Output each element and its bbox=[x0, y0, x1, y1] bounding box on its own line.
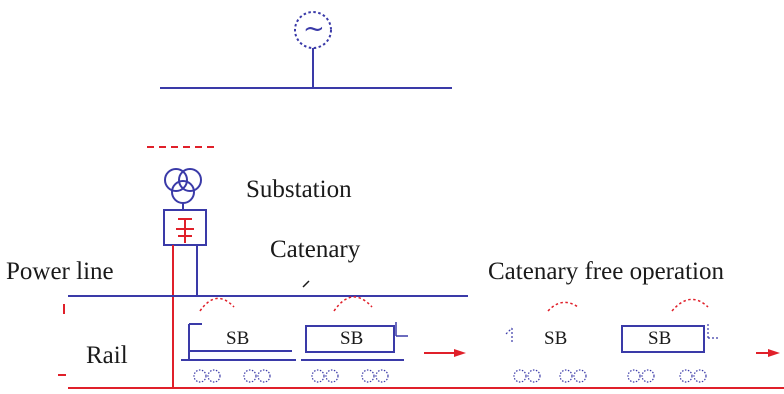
train-3-unit-label: SB bbox=[544, 328, 568, 349]
transformer-symbol bbox=[164, 168, 202, 204]
train-3 bbox=[505, 301, 587, 383]
pantograph bbox=[333, 296, 373, 312]
ac-source-symbol: ~ bbox=[303, 14, 325, 44]
catenary-label: Catenary bbox=[270, 236, 361, 263]
wheel-bogies bbox=[311, 369, 389, 383]
direction-arrow-2 bbox=[756, 349, 780, 357]
train-2-unit-label: SB bbox=[340, 328, 364, 349]
pantograph bbox=[199, 297, 235, 312]
catenary-free-operation-label: Catenary free operation bbox=[488, 258, 724, 285]
substation-label: Substation bbox=[246, 176, 352, 203]
power-line-label: Power line bbox=[6, 258, 114, 285]
train-1-unit-label: SB bbox=[226, 328, 250, 349]
catenary-pointer bbox=[302, 280, 310, 288]
wheel-bogies bbox=[193, 369, 271, 383]
train-4 bbox=[621, 298, 720, 383]
wheel-bogies bbox=[513, 369, 587, 383]
rail-label: Rail bbox=[86, 342, 128, 369]
rectifier-box bbox=[163, 209, 207, 246]
wheel-bogies bbox=[627, 369, 707, 383]
direction-arrow-1 bbox=[424, 349, 466, 357]
pantograph-lowered bbox=[671, 298, 709, 312]
ac-source-circle bbox=[294, 11, 332, 49]
train-1 bbox=[181, 297, 296, 383]
train-4-unit-label: SB bbox=[648, 328, 672, 349]
pantograph-lowered bbox=[547, 301, 579, 312]
ac-source bbox=[294, 11, 332, 88]
train-2 bbox=[301, 296, 408, 383]
